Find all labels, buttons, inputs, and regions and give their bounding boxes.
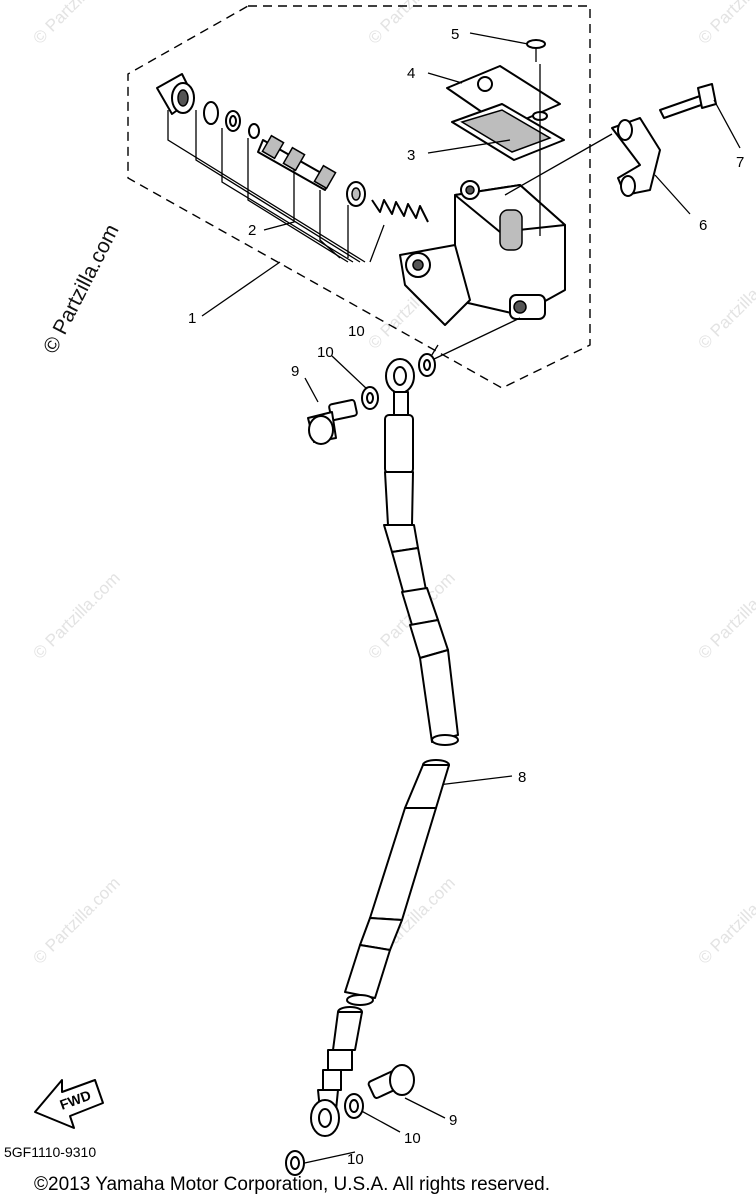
callout-10-lower-right: 10 — [404, 1130, 421, 1147]
piston-kit-parts — [156, 73, 429, 263]
master-cylinder-body — [399, 180, 566, 326]
partzilla-watermark: © Partzilla.com — [39, 221, 124, 358]
callout-1: 1 — [188, 310, 196, 327]
watermark: © Partzilla.com — [29, 0, 123, 48]
reservoir-cap-parts — [446, 39, 565, 236]
copyright-notice: ©2013 Yamaha Motor Corporation, U.S.A. A… — [34, 1174, 550, 1195]
clamp-and-bolt — [504, 83, 717, 197]
watermark: © Partzilla.com — [694, 873, 756, 967]
callout-10-upper-left: 10 — [317, 344, 334, 361]
watermark: © Partzilla.com — [694, 258, 756, 352]
callout-8: 8 — [518, 769, 526, 786]
watermark: © Partzilla.com — [364, 0, 458, 48]
watermark: © Partzilla.com — [694, 568, 756, 662]
callout-5: 5 — [451, 26, 459, 43]
callout-10-lower-left: 10 — [347, 1151, 364, 1168]
callout-9-upper: 9 — [291, 363, 299, 380]
assembly-boundary — [127, 5, 591, 389]
callout-9-lower: 9 — [449, 1112, 457, 1129]
callout-2: 2 — [248, 222, 256, 239]
callout-7: 7 — [736, 154, 744, 171]
fwd-arrow-icon: FWD — [34, 1079, 104, 1129]
callout-3: 3 — [407, 147, 415, 164]
callout-4: 4 — [407, 65, 415, 82]
lower-union-bolt — [285, 1064, 415, 1176]
watermark: © Partzilla.com — [694, 0, 756, 48]
brake-hose — [310, 358, 459, 1137]
watermark: © Partzilla.com — [29, 873, 123, 967]
upper-union-bolt — [307, 353, 436, 445]
diagram-code: 5GF1110-9310 — [4, 1144, 96, 1160]
callout-10-upper-right: 10 — [348, 323, 365, 340]
callout-6: 6 — [699, 217, 707, 234]
watermark: © Partzilla.com — [29, 568, 123, 662]
